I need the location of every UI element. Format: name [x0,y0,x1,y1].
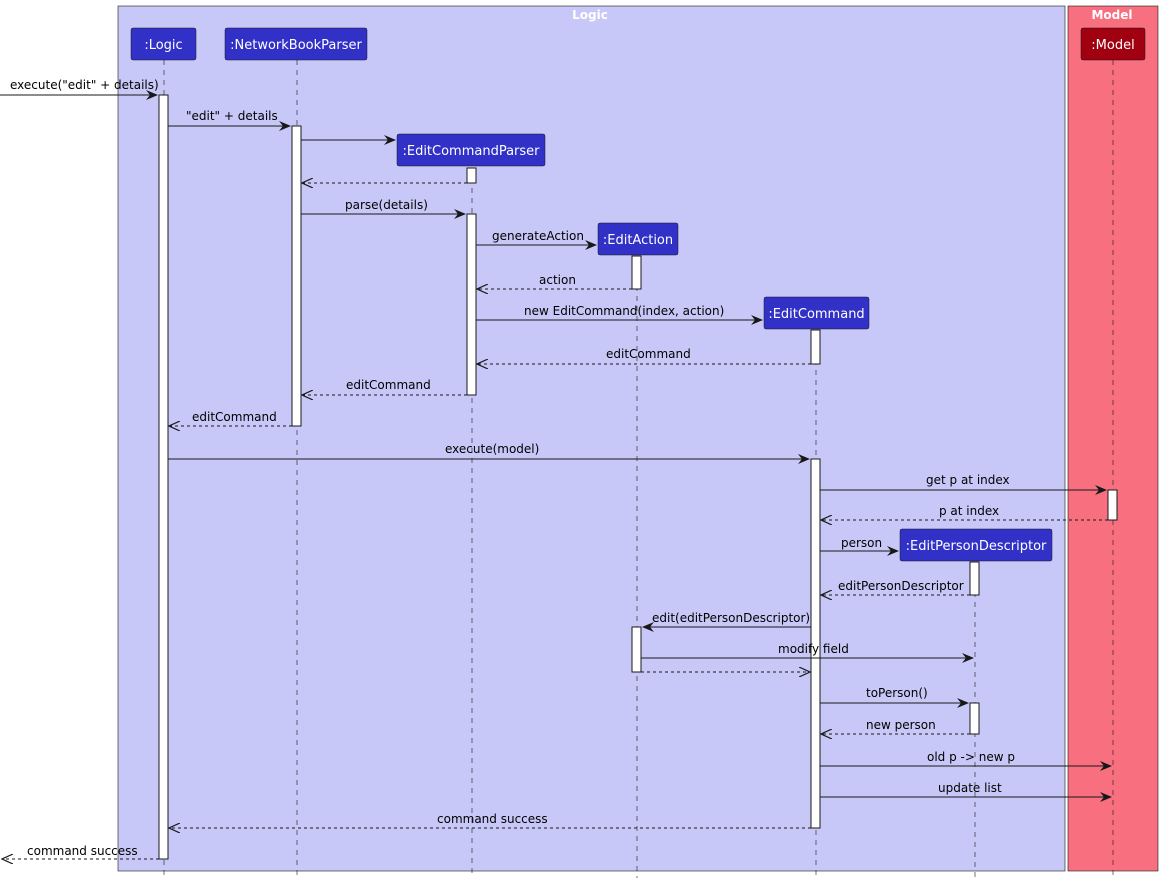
participant-editpersondescriptor-label: :EditPersonDescriptor [906,539,1047,554]
participant-editaction: :EditAction [597,222,679,256]
message-label: command success [27,844,138,858]
message-label: update list [938,781,1002,795]
message-labels: execute("edit" + details) "edit" + detai… [10,78,1015,858]
participant-networkbookparser-label: :NetworkBookParser [230,38,362,53]
participant-model-label: :Model [1091,38,1134,53]
activation-editcommand-create [810,329,821,365]
box-logic-title: Logic [572,8,608,22]
participant-editcommand-label: :EditCommand [768,307,864,322]
participant-editpersondescriptor: :EditPersonDescriptor [899,528,1053,562]
activation-logic [158,94,169,860]
message-label: "edit" + details [186,109,278,123]
message-label: get p at index [926,473,1010,487]
participant-editcommandparser: :EditCommandParser [396,133,546,167]
message-label: p at index [939,504,999,518]
messages [0,90,1112,859]
message-label: editCommand [346,378,431,392]
message-label: execute("edit" + details) [10,78,159,92]
participant-networkbookparser-box [224,27,368,61]
box-logic: Logic [117,5,1066,872]
message-label: action [539,273,576,287]
participant-editcommand-box [763,296,870,330]
activation-networkbookparser [291,125,302,427]
message-label: command success [437,812,548,826]
message-label: old p -> new p [927,750,1015,764]
activation-editaction-create [631,255,642,290]
participant-logic-box [130,27,197,61]
participant-logic: :Logic [130,27,197,61]
message-label: editPersonDescriptor [838,579,964,593]
message-label: new EditCommand(index, action) [524,304,724,318]
participant-editcommand: :EditCommand [763,296,870,330]
participant-model: :Model [1080,27,1146,61]
box-logic-background [117,5,1066,872]
activation-editcommandparser-create [466,167,477,184]
participant-editcommandparser-box [396,133,546,167]
box-model-title: Model [1091,8,1132,22]
participant-logic-label: :Logic [144,38,182,53]
message-label: editCommand [192,410,277,424]
message-label: parse(details) [345,198,428,212]
participant-editaction-box [597,222,679,256]
activation-editcommandparser-parse [466,213,477,396]
message-label: modify field [778,642,849,656]
activation-editpersondescriptor-toperson [969,702,980,735]
activation-editcommand-execute [810,458,821,829]
participant-editcommandparser-label: :EditCommandParser [402,144,540,159]
message-label: editCommand [606,347,691,361]
message-label: toPerson() [866,686,928,700]
participant-networkbookparser: :NetworkBookParser [224,27,368,61]
activation-model [1107,489,1118,521]
activation-editpersondescriptor-create [969,561,980,596]
activations [158,94,1118,860]
activation-editaction-edit [631,626,642,673]
message-label: new person [866,718,936,732]
participant-model-box [1080,27,1146,61]
message-label: execute(model) [445,442,539,456]
message-label: person [841,536,882,550]
participant-editaction-label: :EditAction [603,233,673,248]
message-label: generateAction [492,229,584,243]
message-label: edit(editPersonDescriptor) [652,611,810,625]
participant-editpersondescriptor-box [899,528,1053,562]
